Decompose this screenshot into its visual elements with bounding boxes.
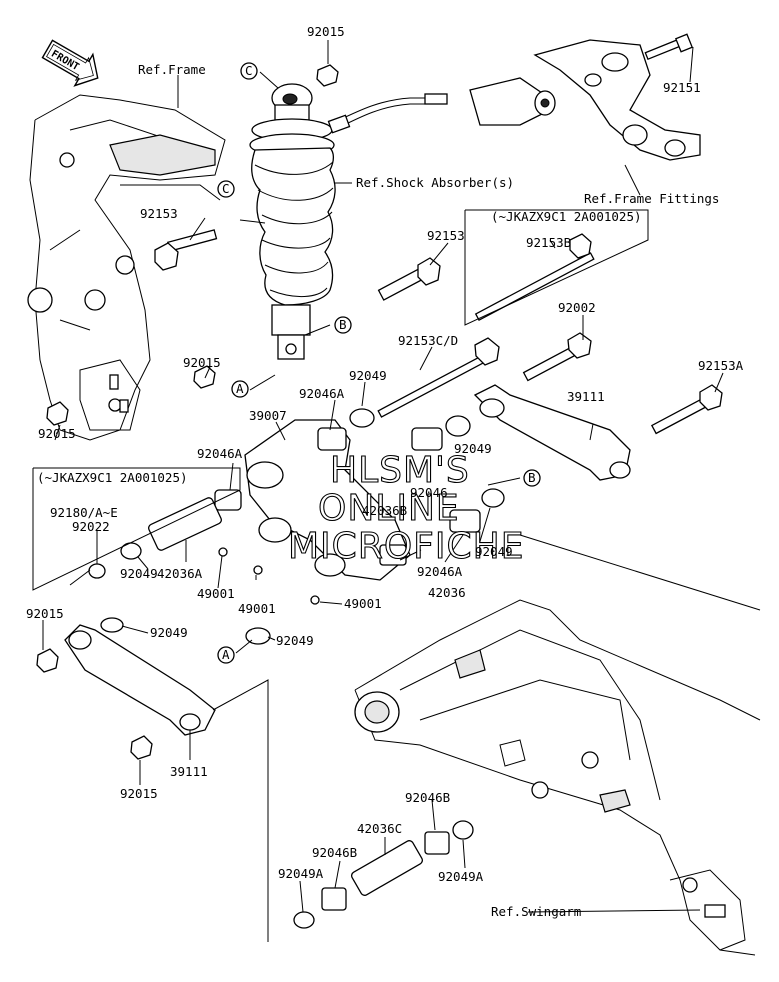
part-92049-b: 92049 xyxy=(454,441,492,456)
part-92153b: 92153B xyxy=(526,235,571,250)
frame-fittings-drawing xyxy=(424,33,701,161)
callout-c-frame: C xyxy=(222,181,230,196)
part-92046a-b: 92046A xyxy=(197,446,243,461)
watermark-line-3: MICROFICHE xyxy=(288,526,524,567)
frame-drawing xyxy=(27,94,226,441)
part-49001-c: 49001 xyxy=(344,596,382,611)
front-arrow-icon: FRONT xyxy=(41,39,99,87)
ref-frame-fittings-label: Ref.Frame Fittings xyxy=(584,191,719,206)
part-numbers: 92015 92151 92153 92153 92153B 92002 921… xyxy=(26,24,744,884)
part-42036a: 42036A xyxy=(157,566,203,581)
shock-absorber-drawing xyxy=(249,83,425,360)
part-92046a-a: 92046A xyxy=(299,386,345,401)
part-92046: 92046 xyxy=(410,485,448,500)
variant-note-left: (~JKAZX9C1 2A001025) xyxy=(37,470,188,485)
part-39111-right: 39111 xyxy=(567,389,605,404)
part-92153cd: 92153C/D xyxy=(398,333,458,348)
part-42036: 42036 xyxy=(428,585,466,600)
part-92180: 92180/A~E xyxy=(50,505,118,520)
part-92015-top: 92015 xyxy=(307,24,345,39)
linkage-drawing xyxy=(36,64,631,760)
variant-note-right: (~JKAZX9C1 2A001025) xyxy=(491,209,642,224)
part-49001-a: 49001 xyxy=(197,586,235,601)
ref-frame-label: Ref.Frame xyxy=(138,62,206,77)
variant-boxes xyxy=(32,209,649,942)
part-92151: 92151 xyxy=(663,80,701,95)
part-92049-a: 92049 xyxy=(349,368,387,383)
part-49001-b: 49001 xyxy=(238,601,276,616)
part-92046a-c: 92046A xyxy=(417,564,463,579)
watermark-line-2: ONLINE xyxy=(318,488,460,529)
part-92015-low: 92015 xyxy=(26,606,64,621)
pivot-parts-drawing xyxy=(293,820,474,929)
callout-a-shock: A xyxy=(236,381,244,396)
part-92049-c: 92049 xyxy=(475,544,513,559)
part-92049-d: 92049 xyxy=(120,566,158,581)
ref-shock-label: Ref.Shock Absorber(s) xyxy=(356,175,514,190)
callout-b-shock: B xyxy=(339,317,347,332)
part-92046b-b: 92046B xyxy=(312,845,357,860)
ref-swingarm-label: Ref.Swingarm xyxy=(491,904,581,919)
part-92049-f: 92049 xyxy=(276,633,314,648)
callout-b-link: B xyxy=(528,470,536,485)
callout-a-link: A xyxy=(222,647,230,662)
part-92049-e: 92049 xyxy=(150,625,188,640)
part-92049a-a: 92049A xyxy=(278,866,324,881)
part-92015-bottom: 92015 xyxy=(120,786,158,801)
part-42036c: 42036C xyxy=(357,821,402,836)
swingarm-drawing xyxy=(354,599,761,956)
part-92153-mid: 92153 xyxy=(427,228,465,243)
part-92153a: 92153A xyxy=(698,358,744,373)
part-39007: 39007 xyxy=(249,408,287,423)
part-39111-left: 39111 xyxy=(170,764,208,779)
part-92015-mid: 92015 xyxy=(183,355,221,370)
part-92153-left: 92153 xyxy=(140,206,178,221)
watermark: HLSM'S ONLINE MICROFICHE xyxy=(287,449,524,567)
part-42036b: 42036B xyxy=(362,503,407,518)
part-92002: 92002 xyxy=(558,300,596,315)
watermark-line-1: HLSM'S xyxy=(330,450,470,491)
bolts-drawing xyxy=(154,229,723,435)
part-92015-left: 92015 xyxy=(38,426,76,441)
part-92022: 92022 xyxy=(72,519,110,534)
part-92049a-b: 92049A xyxy=(438,869,484,884)
part-92046b-a: 92046B xyxy=(405,790,450,805)
leader-lines xyxy=(42,40,761,913)
callout-c-top: C xyxy=(245,63,253,78)
reference-labels: Ref.Frame Ref.Shock Absorber(s) Ref.Fram… xyxy=(37,62,719,919)
callouts: C C B A B A xyxy=(217,62,541,664)
